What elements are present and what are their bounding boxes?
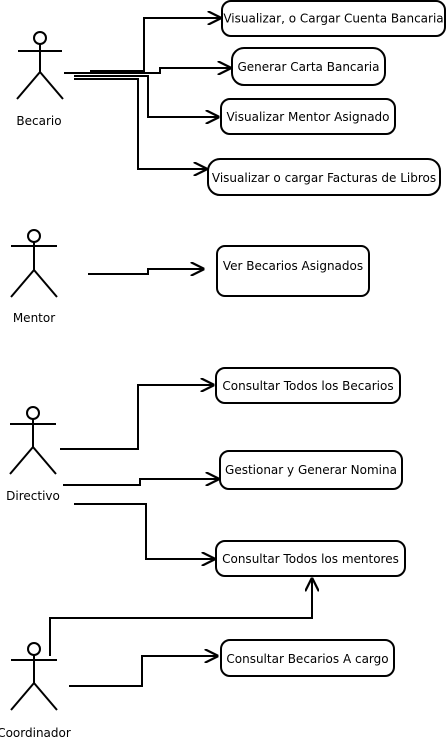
use-case-label: Ver Becarios Asignados [223, 259, 363, 273]
association-becario-uc1 [90, 18, 220, 72]
stick-figure-icon [16, 31, 64, 100]
actor-coordinador: Coordinador [0, 642, 71, 740]
use-case-label: Visualizar o cargar Facturas de Libros [212, 171, 436, 185]
association-directivo-uc8 [74, 503, 214, 559]
use-case-uc6[interactable]: Consultar Todos los Becarios [215, 367, 401, 404]
use-case-label: Visualizar, o Cargar Cuenta Bancaria [223, 12, 443, 26]
stick-figure-icon [9, 406, 57, 475]
use-case-uc2[interactable]: Generar Carta Bancaria [231, 47, 386, 86]
use-case-uc9[interactable]: Consultar Becarios A cargo [220, 639, 395, 677]
use-case-label: Consultar Becarios A cargo [226, 652, 388, 666]
actor-label: Mentor [13, 311, 55, 325]
use-case-uc7[interactable]: Gestionar y Generar Nomina [219, 450, 403, 490]
stick-figure-icon [10, 229, 58, 298]
association-becario-uc2 [64, 68, 230, 73]
actor-directivo: Directivo [6, 406, 60, 503]
association-becario-uc3 [74, 75, 218, 117]
associations [49, 18, 312, 687]
use-case-uc5[interactable]: Ver Becarios Asignados [216, 245, 370, 297]
actor-label: Becario [16, 114, 61, 128]
use-case-label: Visualizar Mentor Asignado [226, 110, 389, 124]
use-case-label: Gestionar y Generar Nomina [225, 463, 397, 477]
actor-label: Directivo [6, 489, 60, 503]
association-becario-uc4 [74, 78, 206, 169]
use-case-label: Consultar Todos los Becarios [222, 379, 393, 393]
association-directivo-uc6 [60, 385, 213, 450]
stick-figure-icon [10, 642, 58, 711]
association-directivo-uc7 [63, 479, 218, 486]
use-case-uc8[interactable]: Consultar Todos los mentores [215, 540, 406, 577]
use-case-label: Generar Carta Bancaria [237, 60, 379, 74]
use-case-label: Consultar Todos los mentores [222, 552, 399, 566]
use-case-uc3[interactable]: Visualizar Mentor Asignado [220, 98, 396, 135]
use-case-uc4[interactable]: Visualizar o cargar Facturas de Libros [207, 158, 441, 196]
association-mentor-uc5 [88, 269, 203, 274]
actor-mentor: Mentor [10, 229, 58, 325]
association-coordinador-uc9 [69, 656, 217, 687]
actor-becario: Becario [16, 31, 64, 128]
association-coordinador-uc8 [49, 579, 312, 656]
actor-label: Coordinador [0, 726, 71, 740]
use-case-uc1[interactable]: Visualizar, o Cargar Cuenta Bancaria [221, 0, 446, 37]
